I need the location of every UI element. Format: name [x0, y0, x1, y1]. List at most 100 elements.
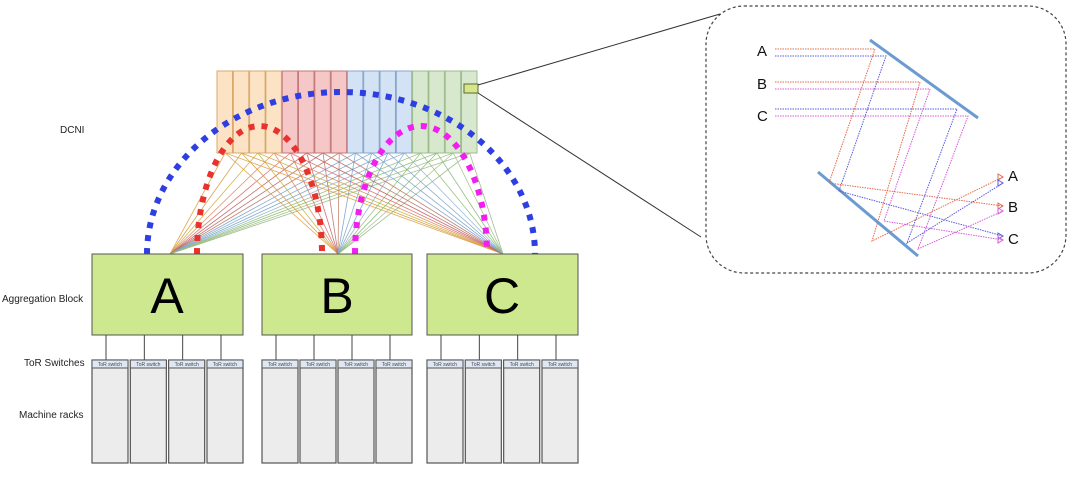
input-label-b: B — [757, 76, 767, 93]
tor-switch — [503, 359, 541, 369]
dcni-panel-red — [314, 70, 331, 154]
arrow-head-icon — [997, 207, 1004, 215]
dcni-panel-red — [281, 70, 299, 154]
tor-switch — [426, 359, 464, 369]
machine-rack — [503, 359, 541, 464]
arrow-head-icon — [997, 202, 1004, 210]
tor-switch — [206, 359, 244, 369]
strand-c — [241, 152, 504, 255]
strand-a — [169, 152, 421, 255]
strand-a — [169, 152, 259, 255]
tor-switch — [299, 359, 337, 369]
strand-a — [169, 152, 389, 255]
input-label-c: C — [757, 108, 768, 125]
output-label-b: B — [1008, 199, 1018, 216]
strand-a — [169, 152, 275, 255]
tor-switch-label: ToR switch — [213, 362, 237, 368]
tor-switch-label: ToR switch — [382, 362, 406, 368]
arrow-head-icon — [997, 173, 1004, 181]
aggregation-block-b — [261, 253, 413, 336]
strand-c — [387, 152, 504, 255]
strand-c — [469, 152, 504, 255]
block-label-a: A — [150, 268, 184, 324]
strand-c — [290, 152, 504, 255]
strand-a — [169, 152, 324, 255]
optical-path — [775, 88, 1004, 241]
dcni-panel-orange — [216, 70, 233, 154]
dcni-panel-green — [444, 70, 462, 154]
tor-switch — [375, 359, 413, 369]
tor-switch-label: ToR switch — [433, 362, 457, 368]
fiber-strands — [169, 152, 504, 255]
strand-c — [257, 152, 504, 255]
optical-paths — [775, 48, 1004, 250]
block-label-c: C — [484, 268, 520, 324]
machine-rack — [299, 359, 337, 464]
tor-switch — [261, 359, 299, 369]
arrow-head-icon — [997, 236, 1004, 244]
strand-a — [169, 152, 454, 255]
strand-c — [436, 152, 504, 255]
optical-path — [775, 81, 1004, 242]
strand-c — [306, 152, 504, 255]
callout-line-top — [477, 13, 721, 86]
tor-switch-label: ToR switch — [268, 362, 292, 368]
highlighted-port — [463, 83, 479, 94]
strand-c — [420, 152, 504, 255]
strand-c — [404, 152, 504, 255]
aggregation-label: Aggregation Block — [2, 294, 84, 305]
dcni-panel-blue — [395, 70, 413, 154]
aggregation-blocks: A B C — [91, 253, 579, 336]
tor-switch — [464, 359, 502, 369]
machine-rack — [168, 359, 206, 464]
strand-c — [371, 152, 504, 255]
strand-c — [273, 152, 504, 255]
strand-a — [169, 152, 373, 255]
tor-switch-label: ToR switch — [471, 362, 495, 368]
machine-racks-label: Machine racks — [19, 410, 83, 421]
tor-switch — [129, 359, 167, 369]
dcni-panel-red — [330, 70, 348, 154]
strand-c — [355, 152, 504, 255]
machine-rack — [337, 359, 375, 464]
dcni-panel-blue — [379, 70, 396, 154]
dcni-label: DCNI — [60, 125, 84, 136]
strand-b — [337, 152, 340, 255]
optical-path — [775, 55, 1004, 237]
tor-switch — [541, 359, 579, 369]
strand-a — [169, 152, 356, 255]
logical-link-a-c — [144, 89, 538, 255]
dcni-panel-blue — [346, 70, 364, 154]
tor-switch — [337, 359, 375, 369]
strand-a — [169, 152, 226, 255]
machine-rack — [426, 359, 464, 464]
strand-a — [169, 152, 307, 255]
machine-rack — [91, 359, 129, 464]
dcni-panel-green — [412, 70, 429, 154]
optical-path — [775, 108, 1004, 245]
optical-path — [775, 115, 1004, 250]
tor-switch-label: ToR switch — [510, 362, 534, 368]
strand-a — [169, 152, 405, 255]
output-label-c: C — [1008, 231, 1019, 248]
strand-a — [169, 152, 291, 255]
machine-rack — [464, 359, 502, 464]
mirror-bottom — [817, 170, 919, 258]
logical-link-a-b — [194, 123, 325, 255]
aggregation-block-c — [426, 253, 579, 336]
dcni-panel-red — [298, 70, 315, 154]
machine-rack — [375, 359, 413, 464]
optical-path — [775, 48, 1004, 207]
tor-switch — [91, 359, 129, 369]
machine-rack — [129, 359, 167, 464]
tor-switch — [168, 359, 206, 369]
logical-links — [144, 89, 538, 255]
aggregation-block-a — [91, 253, 244, 336]
strand-a — [169, 152, 438, 255]
arrow-head-icon — [997, 232, 1004, 240]
strand-a — [169, 152, 242, 255]
strand-b — [241, 152, 339, 255]
tor-switch-label: ToR switch — [548, 362, 572, 368]
machine-rack — [261, 359, 299, 464]
